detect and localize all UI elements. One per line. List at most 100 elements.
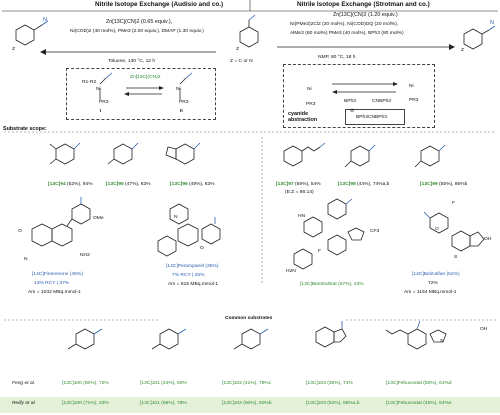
right-cond-2: Ni(PMe3)2Cl2 (20 mol%), Ni(COD)DQ (20 mo…: [290, 22, 399, 27]
int-I-r1r2: R1-R2: [82, 80, 97, 85]
int-II-structure: [179, 72, 193, 100]
left-product-z: Z: [12, 47, 15, 52]
right-mech-ni-right: Ni: [409, 84, 414, 89]
belzutifan-oh: OH: [484, 237, 492, 242]
int-II-ni: Ni: [176, 87, 181, 92]
belzutifan-structure: [423, 211, 485, 252]
perampanel-rcy: 7% RCY | 25%: [172, 273, 205, 278]
borate-label: BPh3CNBPh3: [356, 115, 387, 120]
left-mechanism-box: [66, 68, 216, 120]
common-101-structure: [151, 328, 187, 350]
scope-98-label: [13C]98 (44%), 74%a,b: [338, 182, 389, 188]
left-product-n: N: [43, 17, 47, 23]
scope-97-id: [13C]97: [276, 182, 294, 187]
scope-99-structure: [414, 144, 446, 168]
perampanel-n1: N: [174, 215, 178, 220]
reilly-febuxostat: [13C]Febuxostat (45%), 54%e: [386, 401, 452, 406]
scope-99-label: [13C]99 (55%), 86%b: [420, 182, 468, 188]
febuxostat-structure: [385, 320, 447, 350]
int-I-ni: Ni: [96, 87, 101, 92]
center-substrate-structure: [239, 14, 259, 48]
row-author-reilly: Reilly et al.: [12, 401, 36, 406]
r1-label: R1: [82, 80, 89, 85]
scope-99-detail: (55%), 86%b: [439, 182, 468, 187]
bph3-label: BPh3: [344, 99, 356, 104]
feng-102: [13C]102 (41%), 78%c: [222, 381, 272, 386]
finerenone-name: [14C]Finerenone (45%): [32, 272, 83, 277]
scope-94-structure: [49, 142, 81, 165]
perampanel-am: Am = 815 MBq.mmol-1: [168, 282, 219, 287]
row-author-feng: Feng et al.: [12, 381, 36, 386]
r2-label: R2: [89, 80, 97, 85]
finerenone-structure: [31, 197, 91, 247]
borate-box: [345, 109, 405, 125]
scope-97-detail: (69%), 54%: [295, 182, 321, 187]
int-II-label: II: [180, 109, 183, 114]
febuxostat-s: S: [440, 339, 444, 344]
right-header: Nitrile Isotope Exchange (Strotman and c…: [297, 1, 430, 8]
berotralstat-name: [13C]Berotralstat (67%), 43%: [300, 282, 364, 287]
belzutifan-yield: 72%: [428, 281, 438, 286]
perampanel-structure: [157, 203, 221, 257]
scope-94-detail: (52%), 94%: [67, 182, 93, 187]
left-cond-1: Zn[13C](CN)2 (0.65 equiv.),: [106, 19, 173, 25]
left-cond-2: Ni(COD)2 (40 mol%), PMe3 (2.00 equiv.), …: [70, 29, 204, 34]
scope-95-detail: (47%), 83%: [125, 182, 151, 187]
feng-101: [13C]101 (24%), 50%: [140, 381, 187, 386]
scope-94-id: [13C]94: [48, 182, 66, 187]
common-title: Common substrates: [225, 316, 273, 321]
int-reagent: Zn[13C](CN)2: [130, 75, 161, 80]
common-103-structure: [315, 321, 347, 348]
right-mech-pr3-left: PR3: [306, 102, 316, 107]
left-product-structure: [15, 20, 49, 46]
berotralstat-h2n: H2N: [286, 269, 296, 274]
scope-97-label: [13C]97 (69%), 54%: [276, 182, 321, 188]
reilly-102: [13C]102 (60%), 60%b: [222, 401, 272, 406]
belzutifan-name: [14C]Belzutifan (52%): [412, 272, 460, 277]
int-II-pr3: PR3: [179, 100, 189, 105]
perampanel-o: O: [200, 246, 204, 251]
finerenone-am: Am = 1032 MBq.mmol-1: [28, 290, 81, 295]
common-100-structure: [67, 328, 103, 350]
finerenone-nh2: NH2: [80, 253, 90, 258]
right-reaction-arrow: [277, 44, 455, 50]
belzutifan-f: F: [452, 201, 455, 206]
scope-96-label: [13C]96 (49%), 83%: [170, 182, 215, 188]
febuxostat-oh: OH: [480, 327, 488, 332]
header-rule: [2, 0, 498, 12]
scope-98-id: [13C]98: [338, 182, 356, 187]
berotralstat-structure: [293, 198, 365, 270]
scope-95-label: [13C]95 (47%), 83%: [106, 182, 151, 188]
finerenone-o: O: [18, 229, 22, 234]
belzutifan-o: O: [435, 227, 439, 232]
row-bg-feng: [0, 377, 500, 393]
right-cond-1: Zn[13C](CN)2 (1.20 equiv.): [333, 12, 398, 18]
reilly-101: [13C]101 (66%), 78%: [140, 401, 187, 406]
berotralstat-nh: HN: [298, 214, 306, 219]
right-mech-arrows: [332, 82, 398, 94]
cnbph3-label: CNBPh3: [372, 99, 392, 104]
finerenone-nh: N: [24, 257, 28, 262]
center-substrate-z: Z: [236, 47, 239, 52]
common-102-structure: [233, 328, 269, 350]
borate-minus: ⊖: [350, 109, 355, 114]
berotralstat-label: [13C]Berotralstat (67%), 43%: [300, 282, 364, 288]
right-product-structure: [463, 25, 496, 50]
z-definition: Z = C or N: [230, 59, 253, 64]
finerenone-rcy: 13% RCY | 37%: [34, 281, 70, 286]
scope-95-structure: [107, 142, 139, 165]
equilibrium-arrows: [124, 86, 164, 96]
scope-96-id: [13C]96: [170, 182, 188, 187]
cyanide-abstraction: cyanide abstraction: [288, 111, 318, 123]
section-divider: [4, 131, 496, 321]
int-I-structure: [99, 72, 113, 100]
left-header: Nitrile Isotope Exchange (Audisio and co…: [95, 1, 224, 8]
row-bg-reilly: [0, 397, 500, 413]
right-cond-3: AlMe3 (80 mol%) PMe3 (40 mol%), BPh3 (80…: [290, 31, 404, 36]
right-product-z: Z: [461, 48, 464, 53]
finerenone-ome: OMe: [93, 216, 104, 221]
left-reaction-arrow: [40, 49, 216, 55]
right-mech-ni-left: Ni: [307, 87, 312, 92]
scope-99-id: [13C]99: [420, 182, 438, 187]
right-mechanism-box: [283, 64, 435, 128]
